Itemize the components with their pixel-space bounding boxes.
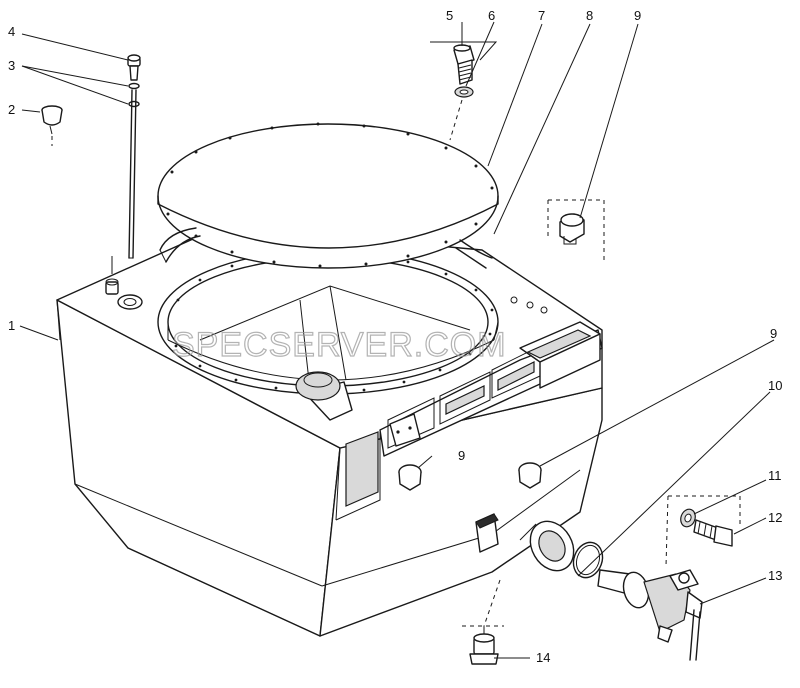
tank-cover-plate — [157, 122, 499, 269]
bolt-washer — [449, 86, 474, 141]
top-left-fittings — [105, 256, 143, 310]
callout-3: 3 — [8, 58, 15, 73]
callout-9-front: 9 — [458, 448, 465, 463]
callout-1: 1 — [8, 318, 15, 333]
cover-bolt — [453, 44, 475, 85]
breather-plug — [41, 105, 63, 146]
sensor-block — [475, 513, 499, 553]
dipstick-assembly — [127, 54, 141, 259]
callout-9-right: 9 — [770, 326, 777, 341]
callout-14: 14 — [536, 650, 550, 665]
callout-7: 7 — [538, 8, 545, 23]
callout-4: 4 — [8, 24, 15, 39]
watermark-text: SPECSERVER.COM — [172, 326, 507, 364]
drain-plug-top-right — [547, 199, 605, 260]
fuel-tap-valve — [597, 569, 703, 661]
tank-filler-opening-ring — [157, 249, 499, 395]
callout-9-top: 9 — [634, 8, 641, 23]
outlet-flange — [519, 520, 575, 572]
callout-5: 5 — [446, 8, 453, 23]
banjo-bolt — [693, 519, 733, 547]
callout-12: 12 — [768, 510, 782, 525]
callout-6: 6 — [488, 8, 495, 23]
drain-fitting-bottom — [462, 579, 504, 665]
cover-gasket — [159, 227, 493, 269]
o-ring-seal — [572, 541, 604, 579]
callout-11: 11 — [768, 468, 782, 483]
callout-13: 13 — [768, 568, 782, 583]
callout-8: 8 — [586, 8, 593, 23]
leader-lines — [19, 21, 775, 659]
callout-2: 2 — [8, 102, 15, 117]
banjo-washer — [680, 508, 696, 528]
drain-plug-left — [398, 464, 422, 491]
callout-10: 10 — [768, 378, 782, 393]
filler-neck — [295, 371, 353, 421]
callout-labels: 4 3 2 1 5 6 7 8 9 9 9 10 11 12 13 14 — [8, 8, 782, 665]
drain-plug-right — [518, 462, 542, 489]
